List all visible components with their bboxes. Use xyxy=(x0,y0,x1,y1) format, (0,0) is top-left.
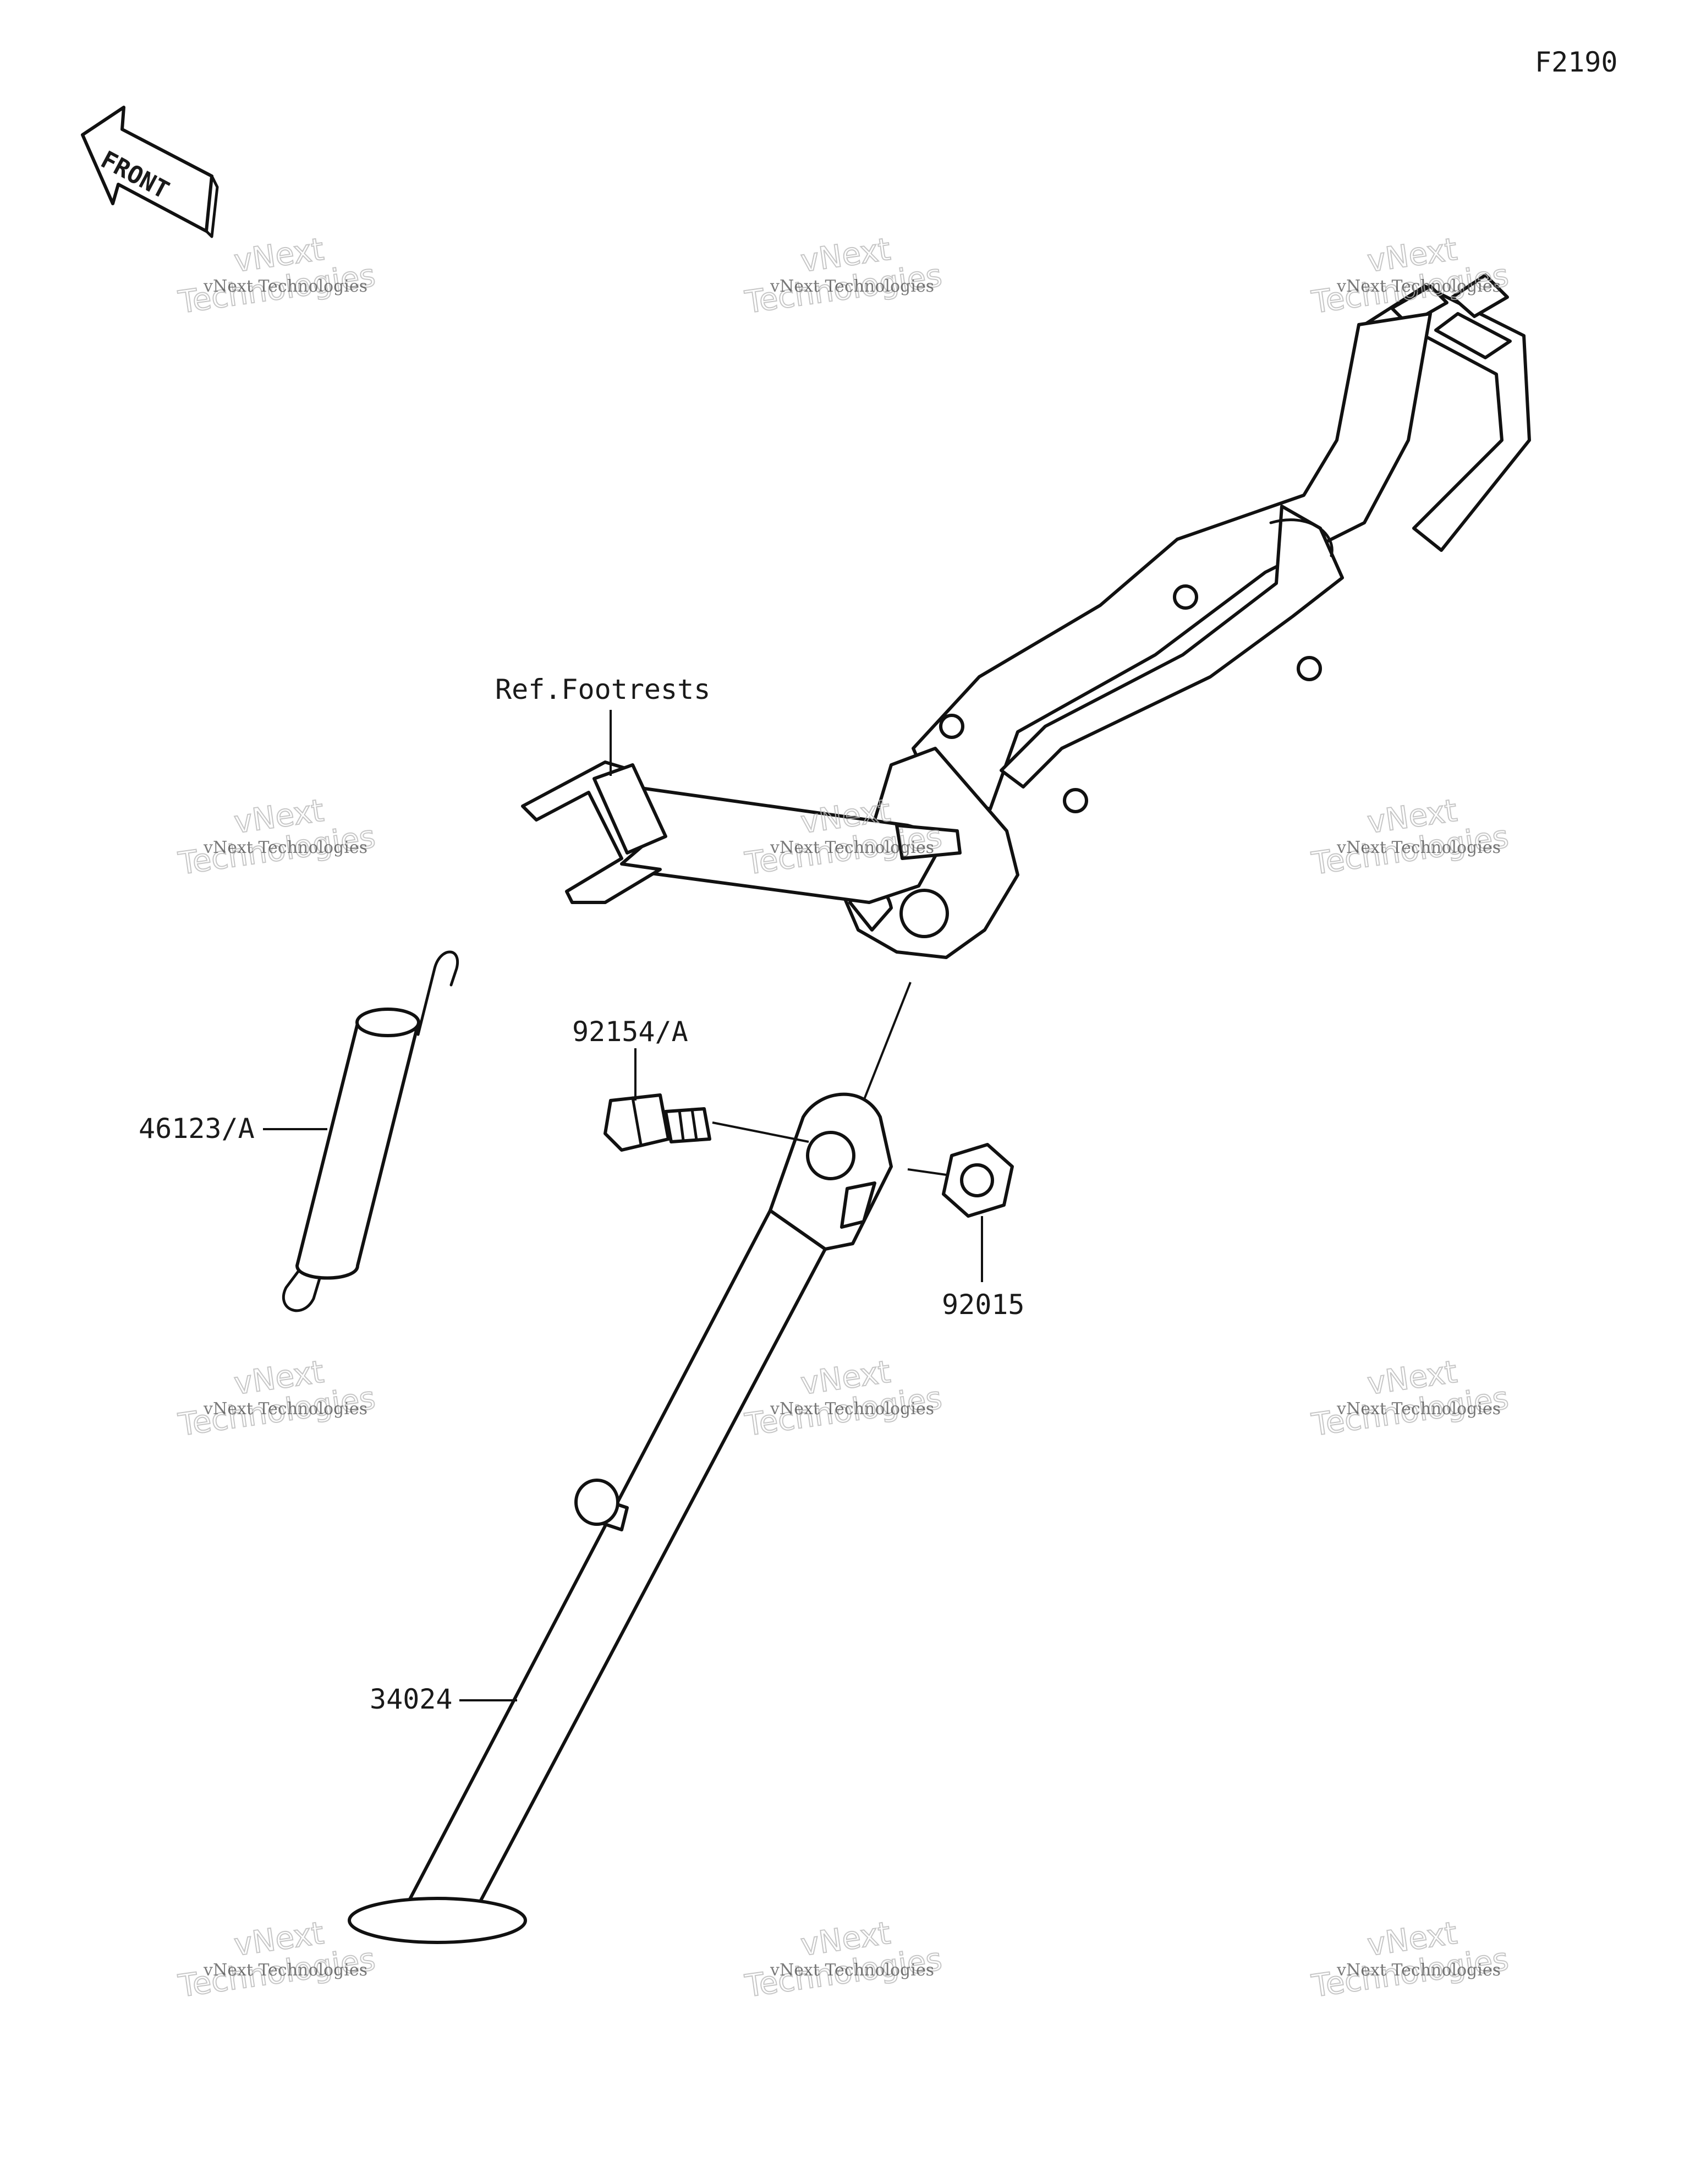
watermark: Technologies vNext vNext Technologies xyxy=(742,1354,945,1444)
label-side-stand: 34024 xyxy=(370,1683,453,1715)
assembly-line xyxy=(863,982,912,1101)
svg-text:vNext Technologies: vNext Technologies xyxy=(770,277,934,296)
label-bolt: 92154/A xyxy=(572,1016,688,1048)
watermark: Technologies vNext vNext Technologies xyxy=(175,1915,378,2005)
watermark: Technologies vNext vNext Technologies xyxy=(175,792,378,883)
side-stand-34024 xyxy=(348,1092,893,1944)
footrest-bracket xyxy=(521,273,1531,959)
bolt-92154a xyxy=(603,1093,711,1152)
svg-text:vNext Technologies: vNext Technologies xyxy=(203,1399,367,1419)
watermark: Technologies vNext vNext Technologies xyxy=(175,1354,378,1444)
watermark: Technologies vNext vNext Technologies xyxy=(1309,1354,1511,1444)
watermark: Technologies vNext vNext Technologies xyxy=(1309,792,1511,883)
watermark: Technologies vNext vNext Technologies xyxy=(175,231,378,321)
label-ref-footrests: Ref.Footrests xyxy=(495,674,710,705)
watermark: Technologies vNext vNext Technologies xyxy=(1309,1915,1511,2005)
svg-text:vNext Technologies: vNext Technologies xyxy=(1336,838,1501,857)
svg-text:vNext Technologies: vNext Technologies xyxy=(203,1961,367,1980)
label-spring: 46123/A xyxy=(139,1113,255,1145)
assembly-line xyxy=(907,1168,947,1176)
svg-text:vNext Technologies: vNext Technologies xyxy=(770,838,934,857)
nut-92015 xyxy=(942,1143,1014,1218)
svg-text:vNext Technologies: vNext Technologies xyxy=(770,1961,934,1980)
svg-text:vNext Technologies: vNext Technologies xyxy=(203,277,367,296)
watermark: Technologies vNext vNext Technologies xyxy=(742,1915,945,2005)
label-nut: 92015 xyxy=(942,1289,1025,1321)
svg-text:vNext Technologies: vNext Technologies xyxy=(1336,1961,1501,1980)
spring-46123a xyxy=(282,950,459,1312)
svg-text:vNext Technologies: vNext Technologies xyxy=(1336,1399,1501,1419)
svg-text:vNext Technologies: vNext Technologies xyxy=(203,838,367,857)
front-arrow-icon: FRONT xyxy=(81,106,219,238)
figure-code: F2190 xyxy=(1535,46,1618,78)
svg-text:vNext Technologies: vNext Technologies xyxy=(770,1399,934,1419)
svg-text:vNext Technologies: vNext Technologies xyxy=(1336,277,1501,296)
assembly-line xyxy=(712,1121,809,1143)
watermark: Technologies vNext vNext Technologies xyxy=(742,231,945,321)
